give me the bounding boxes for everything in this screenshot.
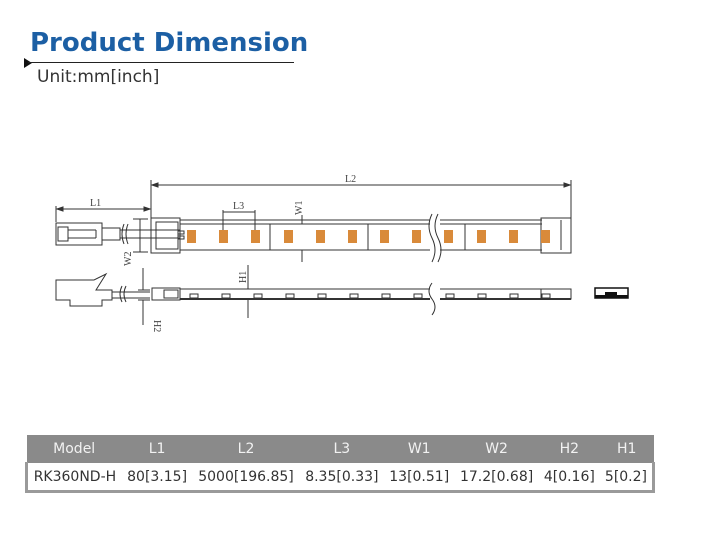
col-L2: L2	[192, 435, 300, 463]
label-L2: L2	[345, 174, 356, 185]
label-L1: L1	[90, 198, 101, 209]
cell-L2: 5000[196.85]	[192, 462, 300, 493]
label-L3: L3	[233, 201, 244, 212]
cell-model: RK360ND-H	[24, 462, 122, 493]
label-W1: W1	[294, 201, 305, 215]
col-H2: H2	[538, 435, 600, 463]
cell-L3: 8.35[0.33]	[299, 462, 384, 493]
col-W2: W2	[454, 435, 539, 463]
col-H1: H1	[599, 435, 654, 463]
specification-table: Model L1 L2 L3 W1 W2 H2 H1 RK360ND-H 80[…	[24, 435, 655, 493]
cell-W1: 13[0.51]	[384, 462, 455, 493]
col-model: Model	[26, 435, 122, 463]
label-H1: H1	[238, 271, 249, 283]
dimension-drawing: L2 L1 L3 W1 W2 H1 H2	[55, 174, 629, 332]
table-row: RK360ND-H 80[3.15] 5000[196.85] 8.35[0.3…	[24, 462, 655, 493]
label-W2: W2	[123, 252, 134, 266]
col-W1: W1	[384, 435, 455, 463]
label-H2: H2	[151, 320, 162, 332]
cell-W2: 17.2[0.68]	[454, 462, 539, 493]
title-arrow-icon	[24, 58, 32, 68]
page-title: Product Dimension	[30, 28, 309, 58]
cell-L1: 80[3.15]	[121, 462, 193, 493]
col-L1: L1	[121, 435, 193, 463]
cell-H1: 5[0.2]	[599, 462, 655, 493]
title-underline	[28, 62, 294, 63]
cell-H2: 4[0.16]	[538, 462, 600, 493]
cross-section-icon	[594, 287, 629, 299]
col-L3: L3	[299, 435, 384, 463]
table-header-row: Model L1 L2 L3 W1 W2 H2 H1	[26, 435, 654, 463]
unit-label: Unit:mm[inch]	[37, 67, 160, 87]
